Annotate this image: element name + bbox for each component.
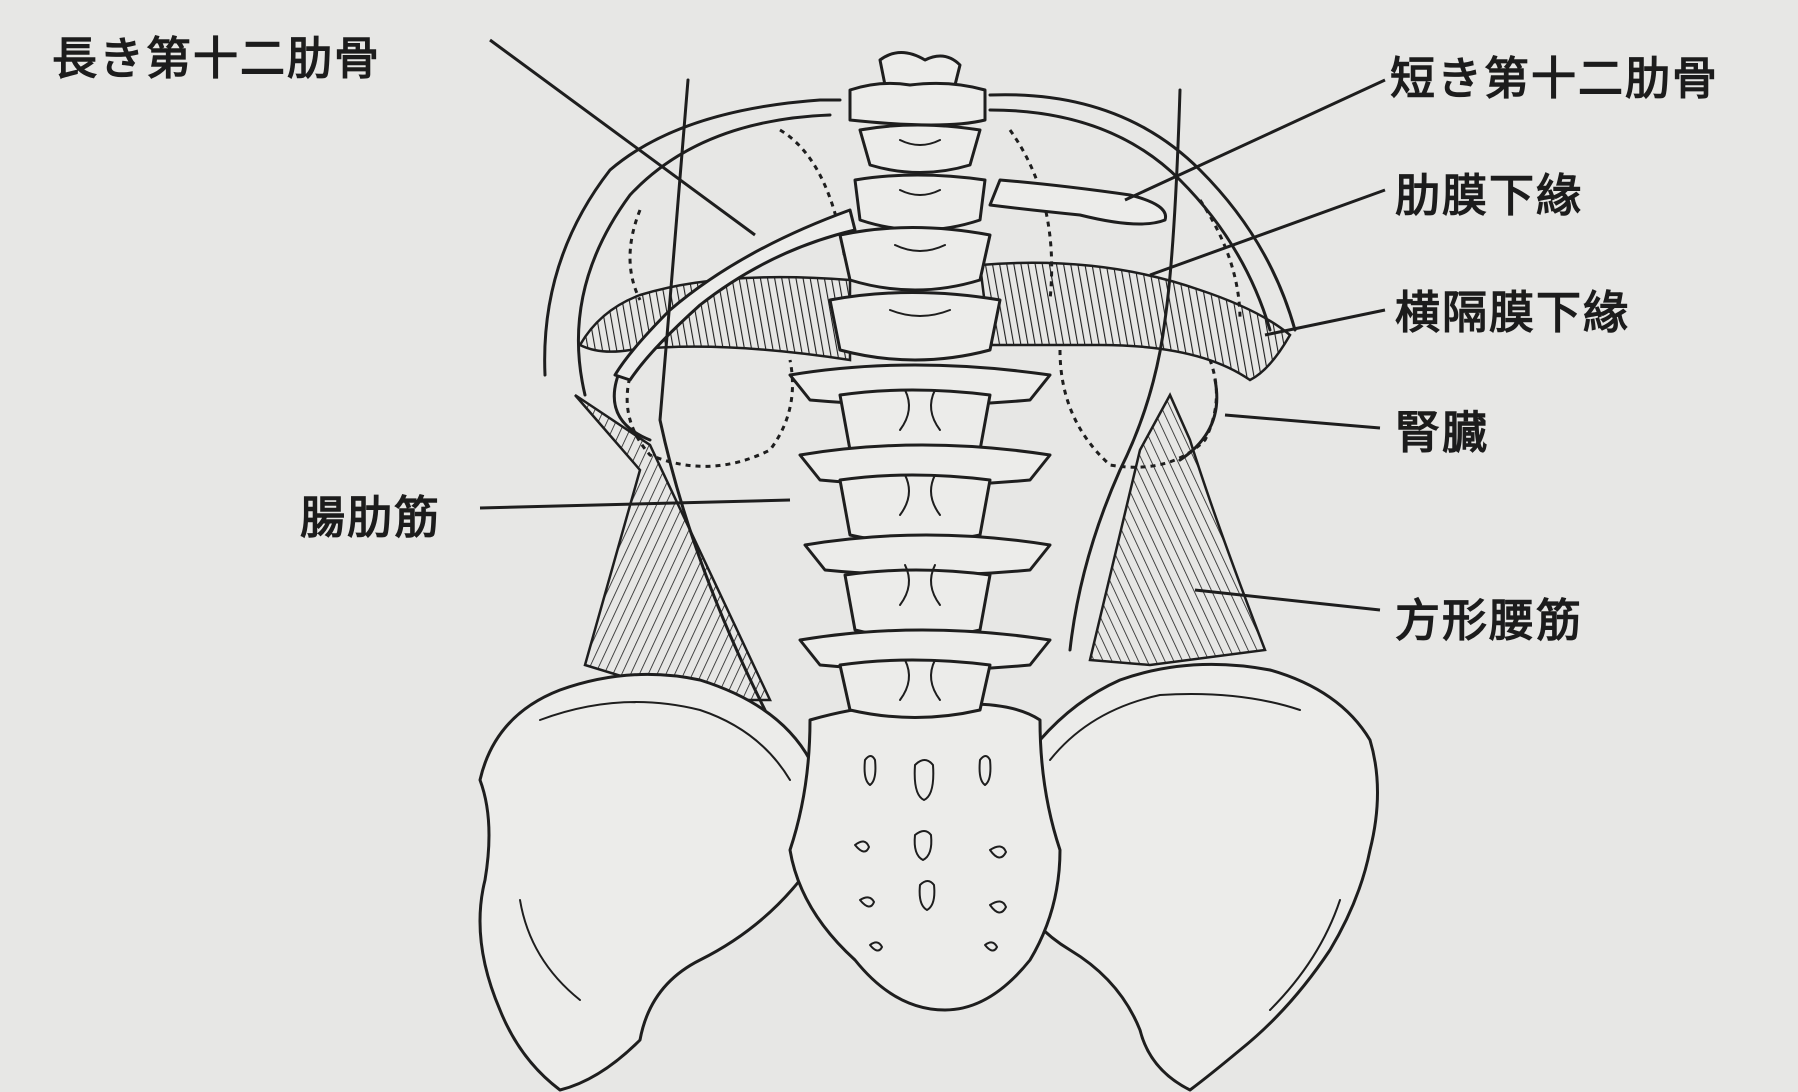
vertebral-column — [790, 53, 1050, 718]
label-iliocostal-muscle: 腸肋筋 — [300, 495, 441, 540]
label-pleura-lower-edge: 肋膜下緣 — [1395, 173, 1583, 218]
leader-diaphragm — [1265, 310, 1385, 335]
quadratus-lumborum-left — [575, 395, 770, 700]
short-12th-rib — [990, 180, 1166, 224]
label-long-12th-rib: 長き第十二肋骨 — [52, 36, 381, 81]
ilium-left — [480, 674, 818, 1090]
label-short-12th-rib: 短き第十二肋骨 — [1390, 56, 1719, 101]
quadratus-lumborum-right — [1090, 395, 1265, 665]
label-quadratus-lumborum: 方形腰筋 — [1395, 598, 1583, 643]
label-diaphragm-lower-edge: 横隔膜下緣 — [1395, 290, 1630, 335]
sacrum — [790, 704, 1060, 1010]
label-kidney: 腎臓 — [1395, 410, 1489, 455]
diaphragm-right — [980, 263, 1290, 380]
leader-kidney — [1225, 415, 1380, 428]
ilium-right — [1008, 664, 1378, 1090]
